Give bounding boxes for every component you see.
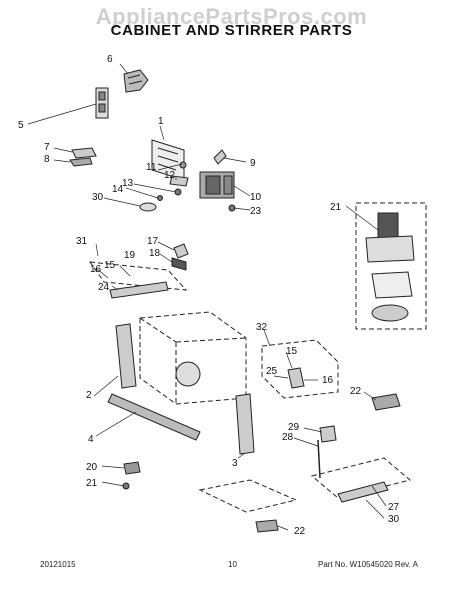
footer-page-number: 10 <box>228 560 237 569</box>
callout-32-upper: 31 <box>76 236 88 247</box>
part-7-clip <box>71 147 97 159</box>
part-3-side-trim <box>235 393 255 455</box>
part-15-right <box>287 367 305 389</box>
callout-2: 2 <box>86 390 92 401</box>
callout-14: 14 <box>112 184 124 195</box>
callout-4: 4 <box>88 434 94 445</box>
callout-9: 9 <box>250 158 256 169</box>
part-24-bracket <box>371 393 401 411</box>
callout-15-upper: 15 <box>104 260 116 271</box>
lower-floor <box>198 479 298 513</box>
part-11-sensor <box>179 161 187 169</box>
callout-11: 11 <box>146 162 157 173</box>
callout-3: 3 <box>232 458 238 469</box>
part-5-switch-bracket <box>95 87 109 119</box>
main-cabinet <box>139 311 247 405</box>
callout-15-right: 15 <box>286 346 298 357</box>
part-4-rail <box>107 393 201 441</box>
callout-17: 17 <box>147 236 159 247</box>
callout-25: 23 <box>250 206 262 217</box>
part-27-tray <box>337 481 389 503</box>
part-17-knob <box>173 243 189 259</box>
part-18-stem <box>171 257 187 271</box>
part-9-10-motor <box>199 149 236 212</box>
part-29-bracket <box>319 425 337 443</box>
callout-13: 13 <box>122 178 134 189</box>
callout-10: 10 <box>250 192 262 203</box>
part-6-stirrer-cover <box>123 69 149 93</box>
footer-date: 20121015 <box>40 560 76 569</box>
callout-24: 22 <box>350 386 362 397</box>
callout-1: 1 <box>158 116 164 127</box>
leader-lines <box>27 63 387 531</box>
upper-shelf-assembly <box>88 261 188 291</box>
callout-26-upper: 24 <box>98 282 110 293</box>
part-26-rail <box>109 281 169 299</box>
callout-28: 28 <box>282 432 294 443</box>
callout-21: 21 <box>86 478 98 489</box>
part-20-sensor <box>123 461 141 475</box>
page-title: CABINET AND STIRRER PARTS <box>110 22 353 39</box>
callout-22: 22 <box>294 526 306 537</box>
part-2-side-trim <box>115 323 137 389</box>
right-side-assembly <box>261 339 339 399</box>
part-12-bracket <box>169 175 189 187</box>
callout-8: 8 <box>44 154 50 165</box>
callout-16-upper: 16 <box>90 264 102 275</box>
callout-26-right: 25 <box>266 366 278 377</box>
callout-23: 21 <box>330 202 342 213</box>
callout-7: 7 <box>44 142 50 153</box>
footer-part-number: Part No. W10545020 Rev. A <box>318 560 418 569</box>
callout-6: 6 <box>107 54 113 65</box>
callout-12: 12 <box>164 170 176 181</box>
callout-20: 20 <box>86 462 98 473</box>
cabinet-fan <box>175 361 201 387</box>
part-8-clip <box>69 157 93 167</box>
watermark: AppliancePartsPros.com <box>95 4 368 29</box>
callout-31: 30 <box>92 192 104 203</box>
callout-18: 18 <box>149 248 161 259</box>
callout-27: 27 <box>388 502 400 513</box>
part-22-clip <box>255 519 279 533</box>
part-28-rod <box>317 439 321 479</box>
callout-16-right: 16 <box>322 375 334 386</box>
part-14-screw <box>157 195 163 201</box>
callout-19: 19 <box>124 250 136 261</box>
part-23-stirrer-assembly <box>355 202 427 330</box>
callout-30: 30 <box>388 514 400 525</box>
callout-5: 5 <box>18 120 24 131</box>
callout-32-right: 32 <box>256 322 268 333</box>
part-31-grommet <box>139 202 157 212</box>
part-27-30-lower-right <box>310 457 412 499</box>
callout-29: 29 <box>288 422 300 433</box>
